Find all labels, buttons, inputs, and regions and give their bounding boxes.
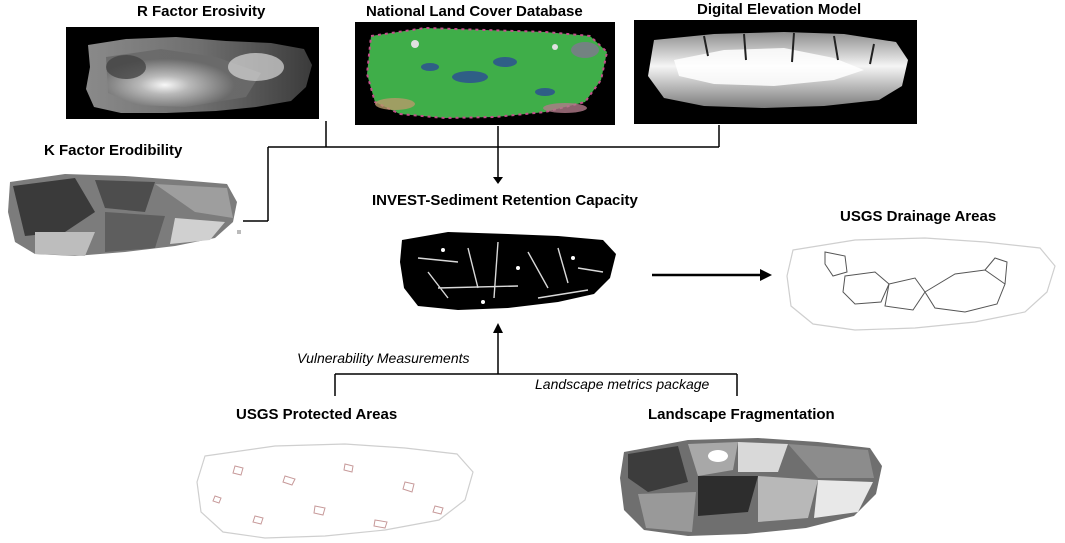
vulnerability-annotation: Vulnerability Measurements bbox=[297, 350, 470, 366]
nlcd-title: National Land Cover Database bbox=[366, 3, 583, 20]
nlcd-map bbox=[355, 22, 615, 125]
k-factor-title: K Factor Erodibility bbox=[44, 142, 183, 159]
dem-title: Digital Elevation Model bbox=[697, 1, 862, 18]
protected-map bbox=[195, 436, 479, 540]
r-factor-map bbox=[66, 27, 319, 119]
invest-title: INVEST-Sediment Retention Capacity bbox=[372, 192, 638, 209]
fragmentation-map bbox=[618, 432, 886, 540]
drainage-map bbox=[785, 232, 1060, 334]
invest-map bbox=[398, 228, 620, 314]
protected-title: USGS Protected Areas bbox=[236, 406, 398, 423]
dem-map bbox=[634, 20, 917, 124]
k-factor-map bbox=[5, 172, 243, 262]
r-factor-title: R Factor Erosivity bbox=[137, 3, 266, 20]
landscape-metrics-annotation: Landscape metrics package bbox=[535, 376, 710, 392]
fragmentation-title: Landscape Fragmentation bbox=[648, 406, 835, 423]
drainage-title: USGS Drainage Areas bbox=[840, 208, 997, 225]
